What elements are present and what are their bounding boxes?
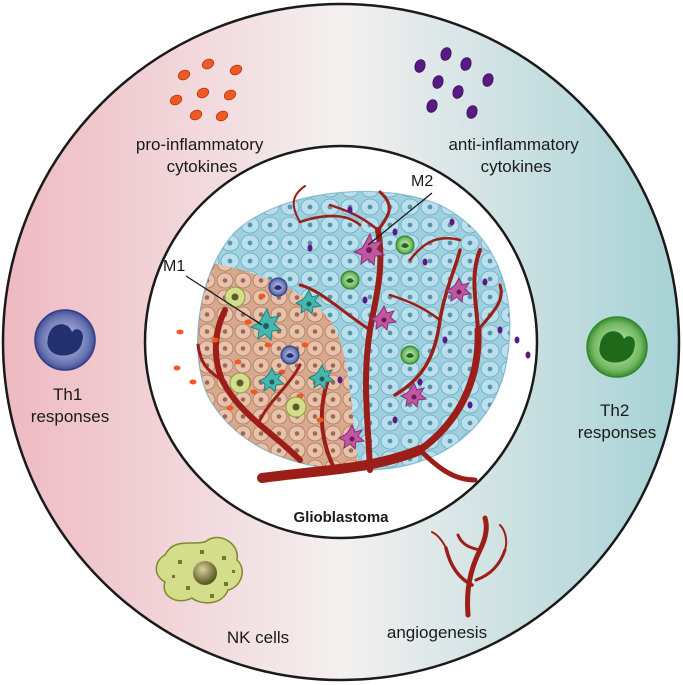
tumor-anti-cytokine-dots: [307, 206, 531, 424]
nk-cell-icon: [155, 536, 243, 604]
center-title: Glioblastoma: [293, 509, 389, 526]
th2-label: Th2 responses: [578, 401, 656, 442]
nk-cells-label: NK cells: [227, 628, 289, 647]
anti-inflammatory-label: anti-inflammatory cytokines: [448, 135, 583, 176]
pro-cytokine-dot-icon: [169, 58, 243, 122]
th2-lymphocyte-icon: [586, 316, 648, 378]
m2-pointer: [367, 192, 433, 246]
m1-label: M1: [163, 258, 185, 275]
m2-label: M2: [411, 173, 433, 190]
angiogenesis-blood-vessel-icon: [431, 515, 508, 618]
angiogenesis-label: angiogenesis: [387, 623, 487, 642]
pro-inflammatory-label: pro-inflammatory cytokines: [136, 135, 268, 176]
th1-label: Th1 responses: [31, 385, 109, 426]
tumor-th1-cell-icon: [268, 277, 300, 365]
tumor-th2-cell-icon: [340, 235, 420, 365]
m1-macrophage-nuclei: [263, 301, 325, 385]
m1-pointer: [185, 275, 263, 326]
tumor-blood-vessel-icon: [196, 185, 503, 483]
m2-macrophage-nuclei: [349, 247, 462, 442]
tumor-nk-nuclei: [231, 293, 300, 411]
tumor-outline: [197, 190, 511, 471]
tumor-mass: [197, 191, 510, 471]
th1-lymphocyte-icon: [34, 309, 96, 371]
anti-cytokine-dot-icon: [414, 47, 494, 119]
